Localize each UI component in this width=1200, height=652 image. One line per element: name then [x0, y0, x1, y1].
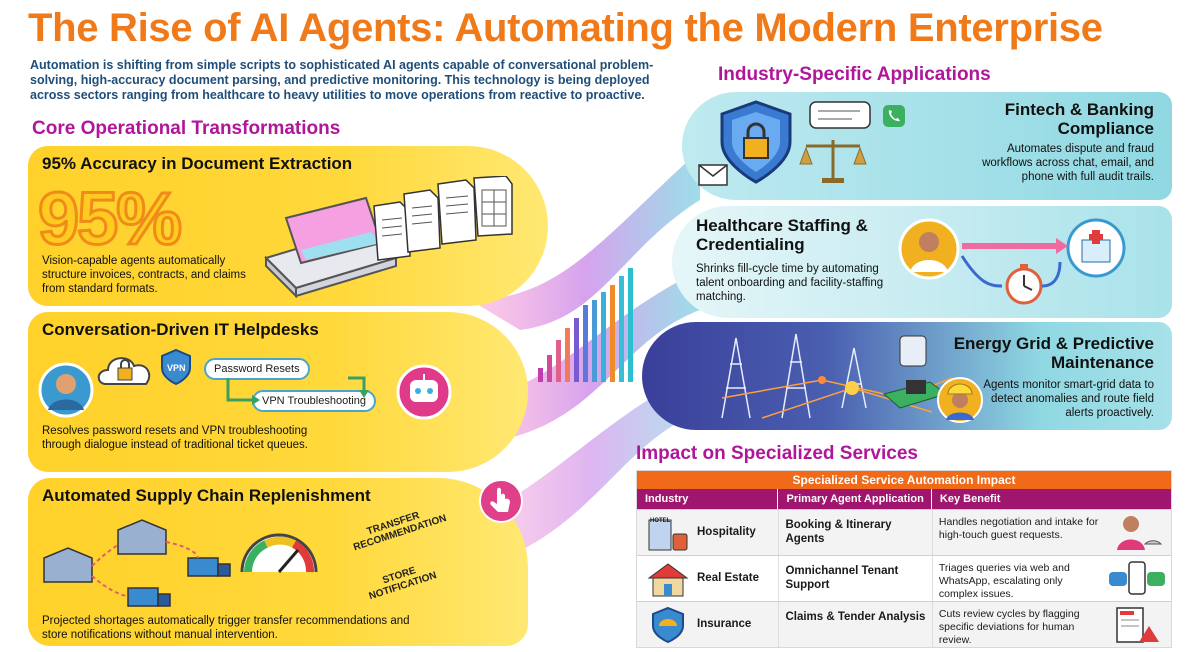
industry-name: Insurance	[697, 618, 752, 630]
column-header-industry: Industry	[637, 489, 779, 509]
panel-description: Projected shortages automatically trigge…	[42, 615, 410, 641]
phone-icon	[883, 105, 905, 127]
impact-section-heading: Impact on Specialized Services	[636, 443, 918, 464]
insurance-shield-icon	[652, 606, 684, 644]
growth-bars	[538, 268, 633, 382]
table-row: Insurance Claims & Tender Analysis Cuts …	[637, 601, 1171, 647]
lock-cloud-icon	[97, 357, 151, 385]
hotel-sign: HOTEL	[650, 518, 671, 524]
application-cell: Omnichannel Tenant Support	[778, 556, 931, 601]
concierge-icon	[1117, 516, 1163, 550]
stopwatch-icon	[1005, 264, 1043, 305]
tap-hand-icon	[479, 479, 523, 523]
vpn-shield-icon	[161, 348, 191, 386]
panel-title: 95% Accuracy in Document Extraction	[42, 154, 353, 173]
document-extraction-panel: 95% Accuracy in Document Extraction 95% …	[28, 146, 548, 306]
intro-text: Automation is shifting from simple scrip…	[30, 58, 654, 102]
email-icon	[698, 164, 728, 186]
robot-icon	[396, 364, 452, 420]
user-avatar-icon	[38, 362, 94, 418]
industry-name: Hospitality	[697, 526, 756, 538]
core-section-heading: Core Operational Transformations	[32, 118, 341, 139]
transfer-recommendation-stamp: TRANSFER RECOMMENDATION	[352, 510, 448, 554]
benefit-text: Triages queries via web and WhatsApp, es…	[938, 562, 1070, 600]
store-notification-stamp: STORE NOTIFICATION	[367, 565, 439, 603]
panel-title: Healthcare Staffing & Credentialing	[696, 216, 868, 254]
industry-section-heading: Industry-Specific Applications	[718, 64, 991, 85]
column-header-application: Primary Agent Application	[778, 489, 932, 509]
panel-description: Agents monitor smart-grid data to detect…	[983, 379, 1154, 419]
benefit-cell: Cuts review cycles by flagging specific …	[931, 602, 1171, 647]
panel-description: Resolves password resets and VPN trouble…	[42, 425, 308, 451]
vpn-label: VPN	[167, 363, 186, 373]
flow-arrows	[960, 238, 1068, 288]
claim-document-icon	[1116, 607, 1159, 643]
sensor-chip-icon	[882, 335, 948, 409]
industry-cell: HOTEL Hospitality	[637, 510, 778, 555]
house-icon	[647, 563, 689, 597]
shield-lock-icon	[720, 100, 792, 184]
password-resets-pill: Password Resets	[204, 358, 310, 380]
table-body: HOTEL Hospitality Booking & Itinerary Ag…	[637, 509, 1171, 647]
doctor-avatar-icon	[898, 218, 960, 280]
warehouse-trucks-icon	[43, 519, 231, 607]
accuracy-figure: 95%	[36, 176, 183, 262]
table-row: HOTEL Hospitality Booking & Itinerary Ag…	[637, 509, 1171, 555]
hospital-icon	[1066, 218, 1126, 278]
page-title: The Rise of AI Agents: Automating the Mo…	[28, 6, 1103, 50]
panel-title: Fintech & Banking Compliance	[1004, 100, 1154, 138]
supply-chain-panel: Automated Supply Chain Replenishment TRA…	[28, 478, 528, 646]
table-row: Real Estate Omnichannel Tenant Support T…	[637, 555, 1171, 601]
panel-title: Automated Supply Chain Replenishment	[42, 486, 371, 505]
application-cell: Booking & Itinerary Agents	[778, 510, 931, 555]
benefit-text: Handles negotiation and intake for high-…	[938, 516, 1099, 541]
chat-bubble-icon	[809, 101, 871, 129]
fintech-panel: Fintech & Banking Compliance Automates d…	[682, 92, 1172, 200]
benefit-cell: Triages queries via web and WhatsApp, es…	[931, 556, 1171, 601]
industry-cell: Real Estate	[637, 556, 778, 601]
benefit-text: Cuts review cycles by flagging specific …	[938, 608, 1080, 646]
scanner-icon	[264, 196, 398, 298]
column-header-benefit: Key Benefit	[939, 493, 1001, 505]
table-caption: Specialized Service Automation Impact	[637, 471, 1171, 489]
gauge-icon	[240, 533, 318, 573]
documents-icon	[373, 176, 513, 261]
benefit-cell: Handles negotiation and intake for high-…	[931, 510, 1171, 555]
industry-name: Real Estate	[697, 572, 760, 584]
hotel-icon	[648, 519, 688, 551]
panel-title: Conversation-Driven IT Helpdesks	[42, 320, 319, 339]
flow-arrows	[226, 376, 369, 405]
application-cell: Claims & Tender Analysis	[778, 602, 931, 647]
table-header-row: Industry Primary Agent Application Key B…	[637, 489, 1171, 509]
panel-description: Shrinks fill-cycle time by automating ta…	[696, 263, 884, 303]
healthcare-panel: Healthcare Staffing & Credentialing Shri…	[672, 206, 1172, 318]
scales-icon	[799, 140, 867, 183]
panel-description: Vision-capable agents automatically stru…	[42, 255, 246, 295]
panel-description: Automates dispute and fraud workflows ac…	[982, 143, 1154, 183]
it-helpdesk-panel: Conversation-Driven IT Helpdesks VPN Pas…	[28, 312, 528, 472]
energy-panel: Energy Grid & Predictive Maintenance Age…	[642, 322, 1172, 430]
omnichannel-icon	[1109, 561, 1165, 595]
worker-avatar-icon	[937, 377, 983, 423]
impact-table: Specialized Service Automation Impact In…	[636, 470, 1172, 648]
panel-title: Energy Grid & Predictive Maintenance	[953, 334, 1154, 372]
industry-cell: Insurance	[637, 602, 778, 647]
